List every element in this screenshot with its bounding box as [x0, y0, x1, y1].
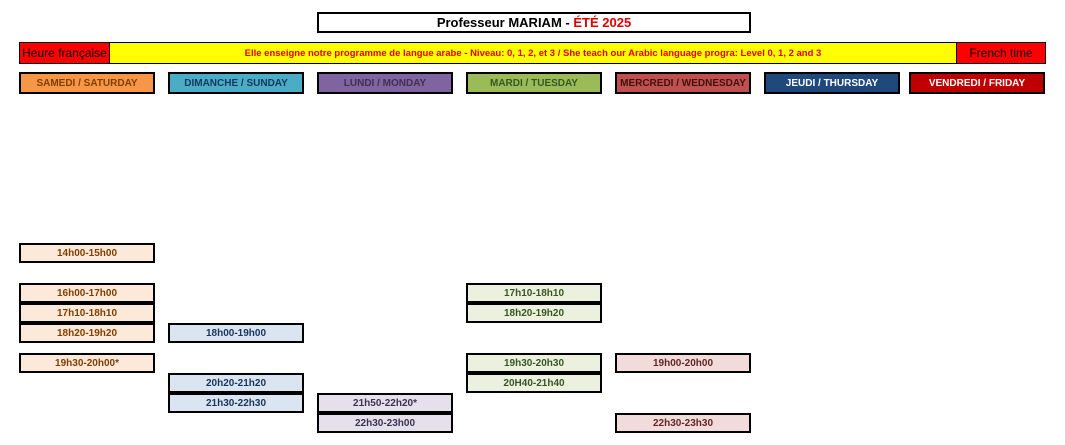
slot-tuesday: 19h30-20h30	[466, 353, 602, 373]
banner-left-label: Heure française	[19, 42, 110, 64]
title-season: ÉTÉ 2025	[573, 15, 632, 30]
page-title: Professeur MARIAM - ÉTÉ 2025	[317, 12, 751, 33]
day-header-friday: VENDREDI / FRIDAY	[909, 72, 1045, 94]
day-header-saturday: SAMEDI / SATURDAY	[19, 72, 155, 94]
day-header-tuesday: MARDI / TUESDAY	[466, 72, 602, 94]
slot-wednesday: 19h00-20h00	[615, 353, 751, 373]
slot-sunday: 18h00-19h00	[168, 323, 304, 343]
slot-saturday: 14h00-15h00	[19, 243, 155, 263]
slot-tuesday: 17h10-18h10	[466, 283, 602, 303]
day-header-monday: LUNDI / MONDAY	[317, 72, 453, 94]
slot-saturday: 16h00-17h00	[19, 283, 155, 303]
slot-sunday: 20h20-21h20	[168, 373, 304, 393]
day-header-sunday: DIMANCHE / SUNDAY	[168, 72, 304, 94]
day-header-wednesday: MERCREDI / WEDNESDAY	[615, 72, 751, 94]
slot-monday: 21h50-22h20*	[317, 393, 453, 413]
banner-right-label: French time	[956, 42, 1046, 64]
day-header-thursday: JEUDI / THURSDAY	[764, 72, 900, 94]
slot-tuesday: 20H40-21h40	[466, 373, 602, 393]
slot-saturday: 18h20-19h20	[19, 323, 155, 343]
slot-monday: 22h30-23h00	[317, 413, 453, 433]
banner-description: Elle enseigne notre programme de langue …	[244, 47, 822, 59]
title-prefix: Professeur MARIAM -	[436, 15, 570, 30]
slot-saturday: 17h10-18h10	[19, 303, 155, 323]
slot-saturday: 19h30-20h00*	[19, 353, 155, 373]
slot-tuesday: 18h20-19h20	[466, 303, 602, 323]
slot-sunday: 21h30-22h30	[168, 393, 304, 413]
slot-wednesday: 22h30-23h30	[615, 413, 751, 433]
